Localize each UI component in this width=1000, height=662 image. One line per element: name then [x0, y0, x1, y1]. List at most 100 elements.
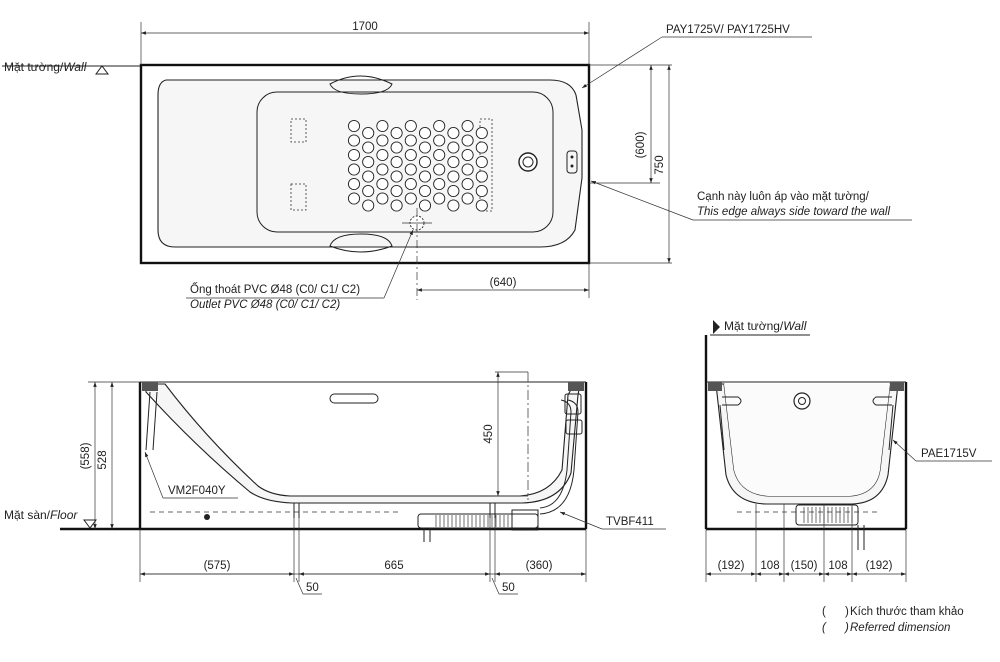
legend-paren-en: ( ) — [822, 622, 849, 634]
plan-wall-label: Mặt tường/Wall — [4, 60, 87, 74]
end-dim-label: 108 — [828, 560, 847, 572]
antislip-dot — [404, 192, 417, 205]
plan-overflow-icon — [518, 152, 538, 172]
antislip-dot — [362, 199, 375, 212]
antislip-dot — [404, 163, 417, 176]
antislip-dot — [447, 199, 460, 212]
antislip-dot — [433, 177, 446, 191]
antislip-dot — [447, 170, 460, 183]
end-dim-label: (192) — [866, 560, 893, 572]
antislip-dot — [376, 163, 389, 176]
dim-528-label: 528 — [97, 450, 109, 469]
plan-valve-icon — [566, 150, 578, 174]
part-tvbf411: TVBF411 — [606, 516, 654, 528]
plan-antislip-dots — [347, 119, 488, 212]
plan-pad — [290, 118, 307, 143]
plan-tub-rim — [139, 63, 591, 265]
model-label: PAY1725V/ PAY1725HV — [666, 24, 790, 36]
part-pae1715v: PAE1715V — [921, 448, 977, 460]
end-dim-label: (192) — [718, 560, 745, 572]
antislip-dot — [376, 177, 389, 191]
antislip-dot — [418, 199, 432, 212]
overflow-fitting-icon — [564, 393, 582, 415]
dim-750-label: 750 — [654, 155, 666, 174]
antislip-dot — [390, 155, 403, 169]
antislip-dot — [418, 170, 432, 183]
antislip-dot — [347, 177, 361, 191]
end-drain-hose — [795, 504, 859, 526]
antislip-dot — [376, 148, 389, 162]
plan-view: Mặt tường/Wall 1700 PAY1725V/ PAY1 — [2, 21, 912, 311]
legend-en: Referred dimension — [850, 622, 950, 634]
legend-vi: Kích thước tham khảo — [850, 606, 964, 618]
edge-note-vi: Cạnh này luôn áp vào mặt tường/ — [697, 191, 870, 203]
plan-pad — [290, 183, 307, 211]
antislip-dot — [447, 126, 460, 140]
antislip-dot — [461, 192, 474, 205]
floor-symbol-icon — [83, 519, 97, 529]
antislip-dot — [461, 163, 474, 176]
dim-558-label: (558) — [80, 442, 92, 469]
antislip-dot — [362, 155, 375, 169]
dim-600-label: (600) — [635, 131, 647, 158]
antislip-dot — [362, 141, 375, 154]
antislip-dot — [418, 126, 432, 140]
antislip-dot — [461, 177, 474, 191]
antislip-dot — [475, 126, 488, 140]
antislip-dot — [347, 148, 361, 162]
dim-360-label: (360) — [526, 560, 553, 572]
antislip-dot — [376, 119, 389, 133]
antislip-dot — [433, 148, 446, 162]
antislip-dot — [390, 126, 403, 140]
end-dim-label: (150) — [791, 560, 818, 572]
end-wall-arrow-icon — [713, 320, 720, 334]
dim-450-label: 450 — [483, 424, 495, 443]
drain-note-en: Outlet PVC Ø48 (C0/ C1/ C2) — [190, 299, 340, 311]
plan-handle-bottom — [329, 233, 393, 253]
antislip-dot — [347, 192, 361, 205]
antislip-dot — [390, 184, 403, 198]
antislip-dot — [390, 141, 403, 154]
antislip-dot — [433, 119, 446, 133]
antislip-dot — [475, 155, 488, 169]
antislip-dot — [447, 184, 460, 198]
dim-640-label: (640) — [490, 277, 517, 289]
legend-paren: ( ) — [822, 606, 849, 618]
antislip-dot — [362, 126, 375, 140]
end-dim-label: 108 — [760, 560, 779, 572]
antislip-dot — [433, 134, 446, 147]
antislip-dot — [475, 170, 488, 183]
antislip-dot — [390, 199, 403, 212]
antislip-dot — [376, 134, 389, 147]
antislip-dot — [404, 119, 417, 133]
antislip-dot — [433, 163, 446, 176]
drain-note-vi: Ống thoát PVC Ø48 (C0/ C1/ C2) — [190, 282, 360, 296]
antislip-dot — [447, 155, 460, 169]
dim-50a-label: 50 — [306, 582, 319, 594]
dim-575-label: (575) — [204, 560, 231, 572]
antislip-dot — [461, 148, 474, 162]
side-view: 450 (558) 528 VM2F040Y Mặt sàn/Floor TVB… — [4, 371, 666, 595]
plan-floor-panel — [256, 91, 554, 233]
antislip-dot — [404, 134, 417, 147]
dim-1700-label: 1700 — [352, 21, 378, 33]
antislip-dot — [418, 184, 432, 198]
antislip-dot — [447, 141, 460, 154]
legend: ( ) Kích thước tham khảo ( ) Referred di… — [822, 606, 964, 634]
antislip-dot — [461, 119, 474, 133]
antislip-dot — [404, 177, 417, 191]
wall-symbol-icon — [95, 65, 109, 75]
side-handle-icon — [329, 393, 379, 404]
dim-50b-label: 50 — [502, 582, 515, 594]
antislip-dot — [390, 170, 403, 183]
end-wall-label: Mặt tường/Wall — [724, 319, 807, 333]
antislip-dot — [433, 192, 446, 205]
antislip-dot — [461, 134, 474, 147]
antislip-dot — [362, 184, 375, 198]
antislip-dot — [475, 141, 488, 154]
part-vm2f040y: VM2F040Y — [168, 485, 226, 497]
antislip-dot — [347, 119, 361, 133]
antislip-dot — [475, 184, 488, 198]
antislip-dot — [362, 170, 375, 183]
